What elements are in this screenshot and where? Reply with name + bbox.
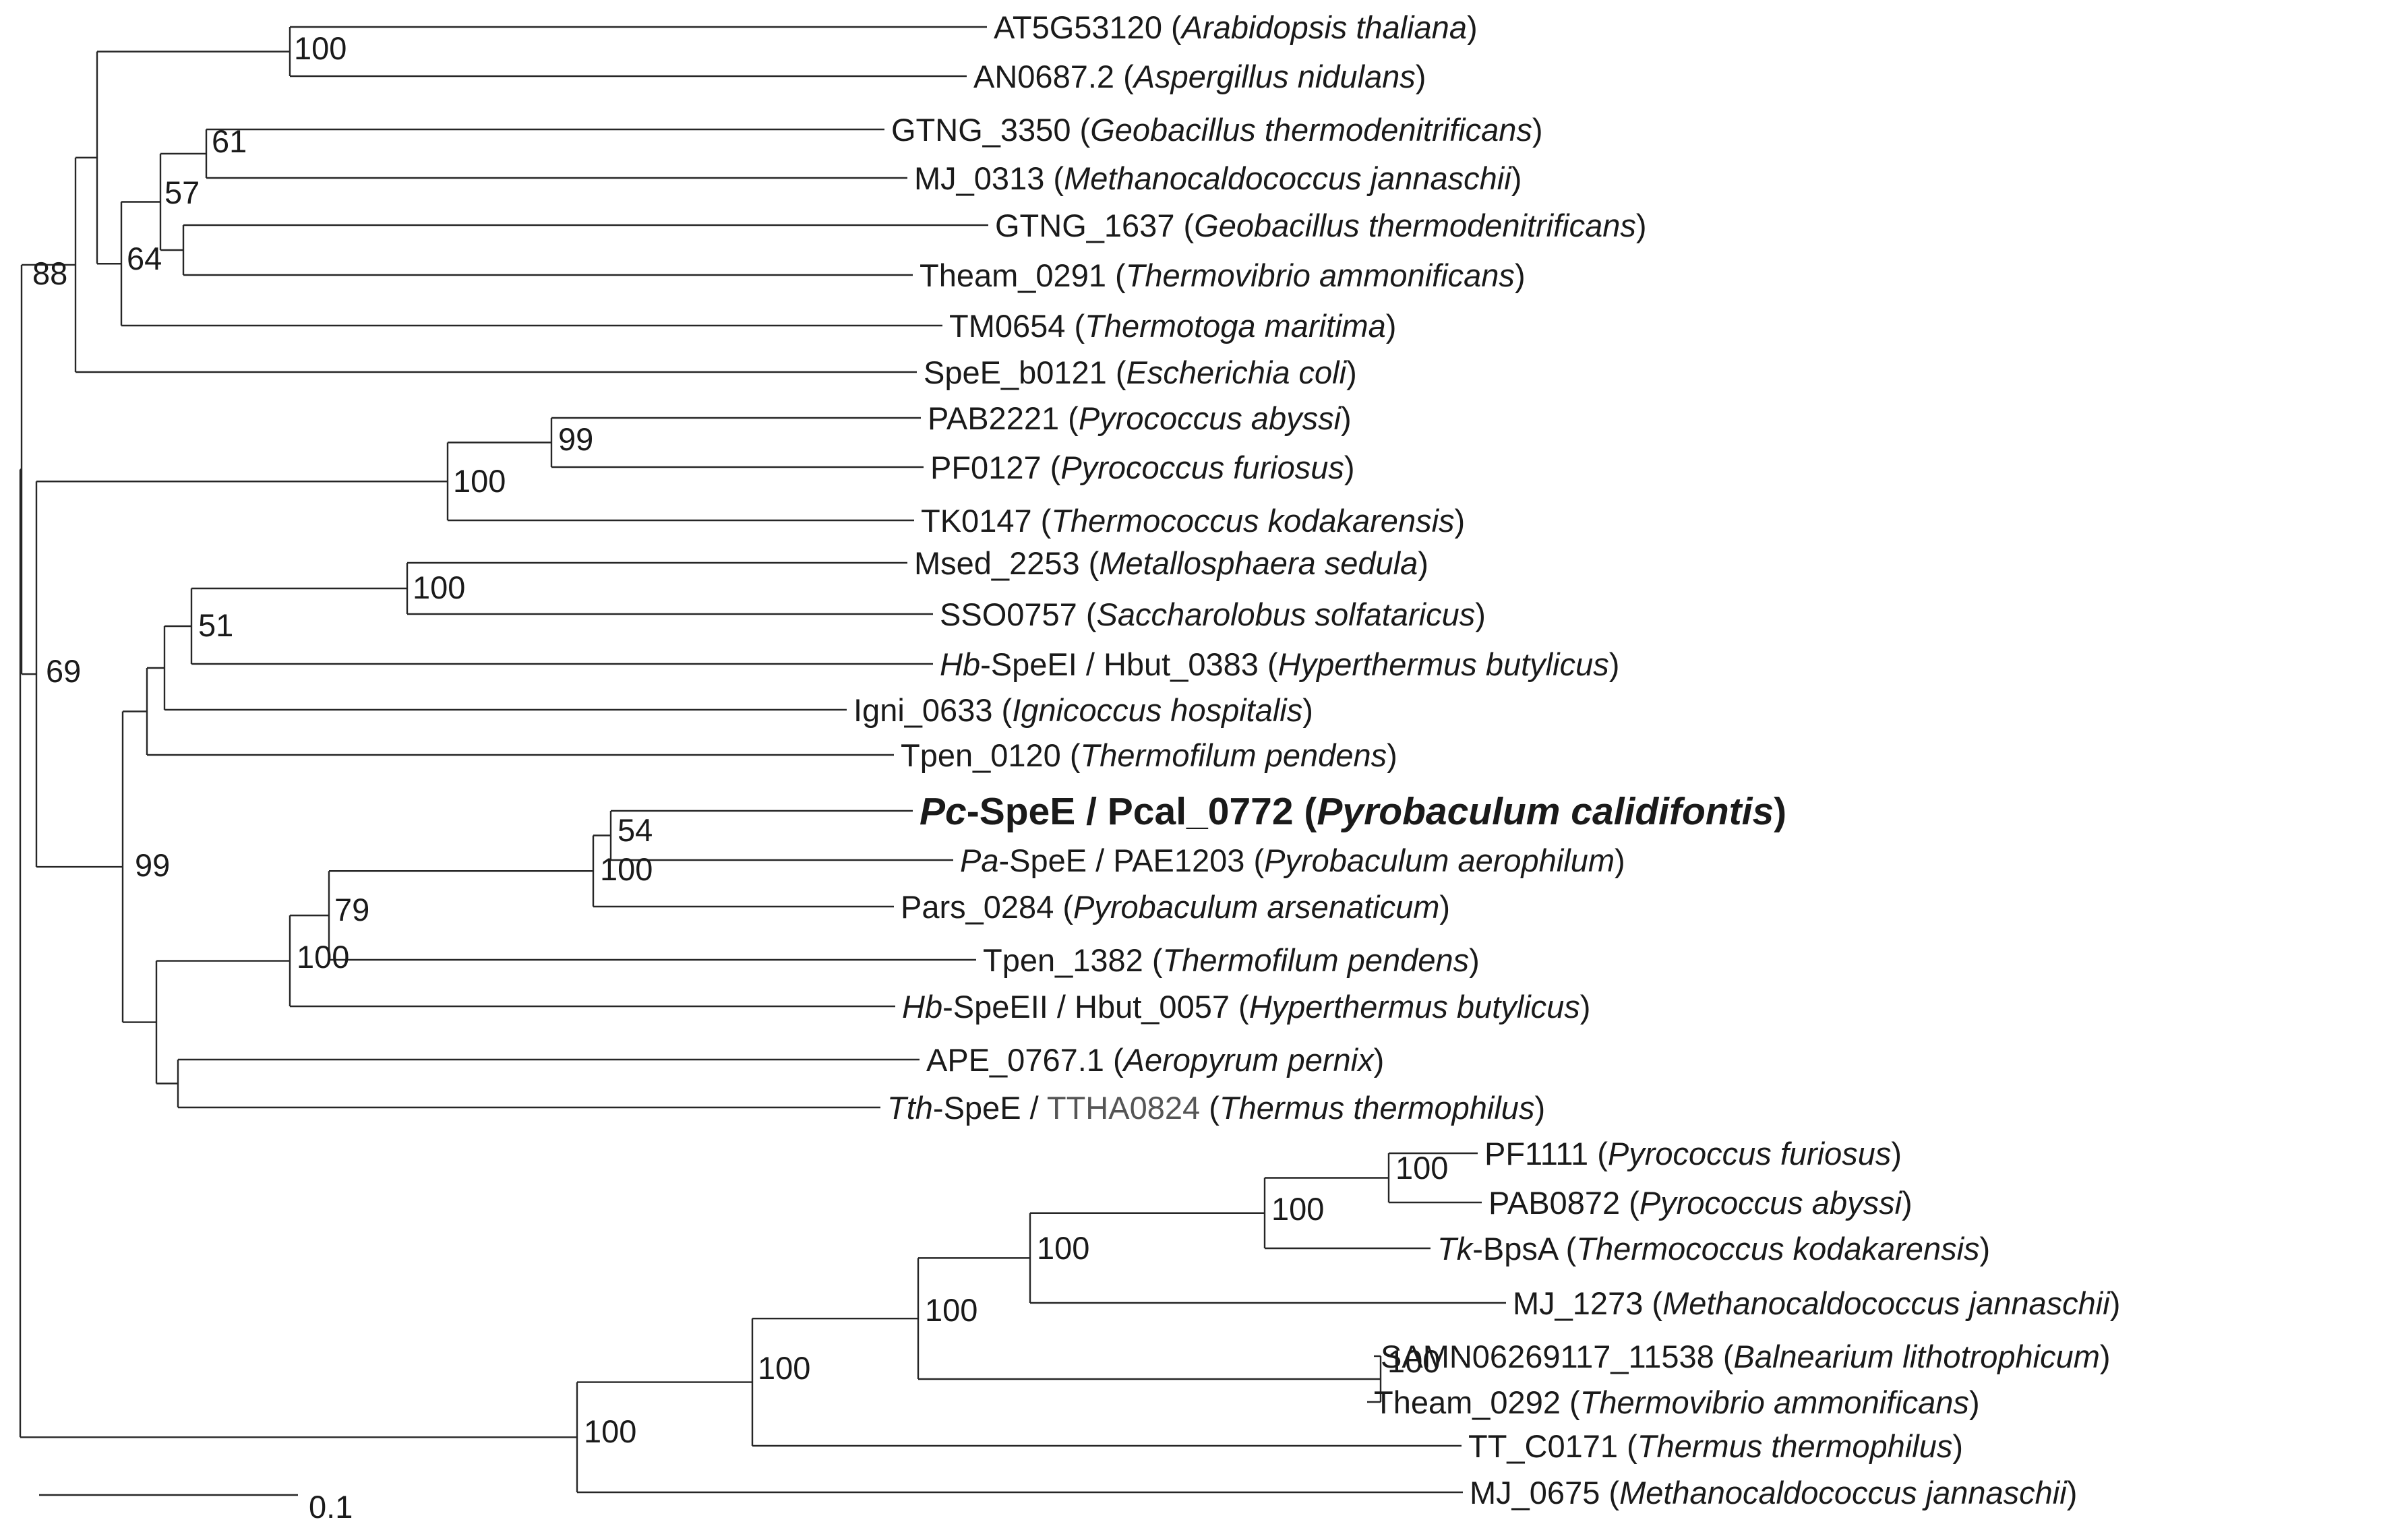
leaf-label: Msed_2253 (Metallosphaera sedula) [914,545,1428,581]
leaf-label: PAB2221 (Pyrococcus abyssi) [928,400,1352,436]
bootstrap-support-value: 100 [925,1292,977,1328]
scale-bar-label: 0.1 [309,1489,353,1525]
leaf-label: Hb-SpeEII / Hbut_0057 (Hyperthermus buty… [902,989,1590,1025]
bootstrap-support-value: 54 [618,812,653,848]
support-labels: 1006157648899100100515410079100996910010… [32,30,1448,1449]
leaf-label: MJ_0313 (Methanocaldococcus jannaschii) [914,160,1522,196]
bootstrap-support-value: 99 [558,421,593,457]
bootstrap-support-value: 79 [334,892,369,927]
leaf-label: TK0147 (Thermococcus kodakarensis) [921,503,1465,539]
bootstrap-support-value: 100 [1387,1343,1440,1379]
leaf-label: AT5G53120 (Arabidopsis thaliana) [994,9,1478,45]
bootstrap-support-value: 100 [294,30,347,66]
leaf-label: TT_C0171 (Thermus thermophilus) [1468,1428,1963,1464]
leaf-label: Theam_0292 (Thermovibrio ammonificans) [1374,1384,1980,1420]
leaf-label: PF0127 (Pyrococcus furiosus) [930,450,1355,485]
leaf-label: APE_0767.1 (Aeropyrum pernix) [926,1042,1384,1078]
bootstrap-support-value: 100 [453,463,506,499]
leaf-label: Igni_0633 (Ignicoccus hospitalis) [853,692,1313,728]
leaf-label: Pc-SpeE / Pcal_0772 (Pyrobaculum calidif… [920,790,1786,833]
leaf-label: Theam_0291 (Thermovibrio ammonificans) [920,257,1526,293]
bootstrap-support-value: 100 [1395,1150,1448,1186]
tree-branches [19,26,1506,1494]
leaf-label: MJ_0675 (Methanocaldococcus jannaschii) [1470,1475,2077,1510]
leaf-label: SSO0757 (Saccharolobus solfataricus) [940,597,1486,632]
leaf-label: SAMN06269117_11538 (Balnearium lithotrop… [1381,1339,2111,1374]
bootstrap-support-value: 88 [32,255,67,291]
bootstrap-support-value: 100 [600,851,653,887]
scale-bar: 0.1 [39,1489,353,1525]
leaf-labels: AT5G53120 (Arabidopsis thaliana) AN0687.2… [853,9,2120,1510]
leaf-label: Tpen_0120 (Thermofilum pendens) [901,737,1397,773]
bootstrap-support-value: 51 [198,607,233,643]
leaf-label: Pa-SpeE / PAE1203 (Pyrobaculum aerophilu… [960,843,1625,878]
bootstrap-support-value: 57 [164,175,200,210]
leaf-label: Tpen_1382 (Thermofilum pendens) [983,942,1480,978]
leaf-label: Tk-BpsA (Thermococcus kodakarensis) [1437,1231,1990,1266]
leaf-label: GTNG_3350 (Geobacillus thermodenitrifica… [891,112,1543,148]
bootstrap-support-value: 61 [212,123,247,159]
leaf-label: PAB0872 (Pyrococcus abyssi) [1488,1185,1913,1221]
bootstrap-support-value: 69 [46,653,81,689]
bootstrap-support-value: 100 [758,1350,810,1386]
bootstrap-support-value: 100 [584,1413,636,1449]
bootstrap-support-value: 100 [1271,1191,1324,1227]
bootstrap-support-value: 100 [413,570,465,605]
leaf-label: TM0654 (Thermotoga maritima) [949,308,1396,344]
bootstrap-support-value: 64 [127,241,162,276]
leaf-label: Hb-SpeEI / Hbut_0383 (Hyperthermus butyl… [940,646,1619,682]
leaf-label: GTNG_1637 (Geobacillus thermodenitrifica… [995,208,1647,243]
leaf-label: AN0687.2 (Aspergillus nidulans) [973,59,1426,94]
leaf-label: MJ_1273 (Methanocaldococcus jannaschii) [1513,1285,2120,1321]
bootstrap-support-value: 99 [135,847,170,883]
leaf-label: PF1111 (Pyrococcus furiosus) [1484,1136,1902,1171]
bootstrap-support-value: 100 [297,939,349,975]
leaf-label: SpeE_b0121 (Escherichia coli) [924,355,1357,390]
bootstrap-support-value: 100 [1037,1230,1089,1266]
leaf-label: Tth-SpeE / TTHA0824 (Thermus thermophilu… [887,1090,1545,1126]
leaf-label: Pars_0284 (Pyrobaculum arsenaticum) [901,889,1450,925]
